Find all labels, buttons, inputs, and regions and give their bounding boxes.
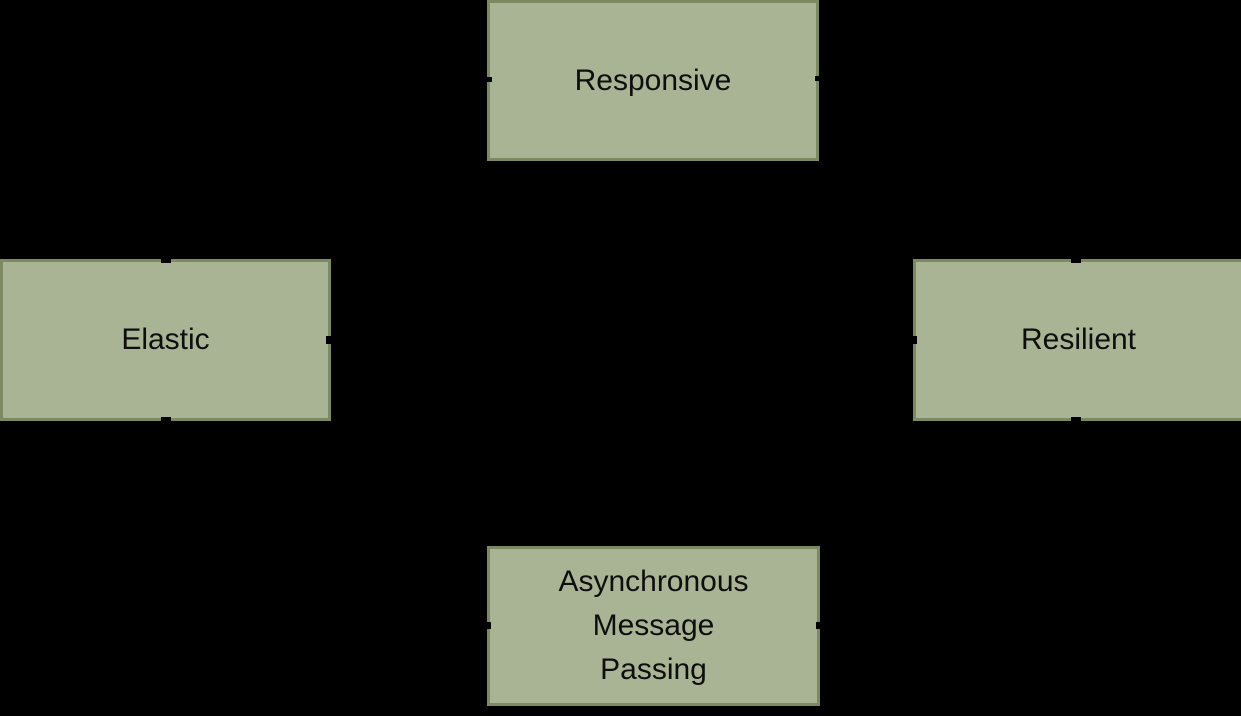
arrow-stub-responsive-left bbox=[483, 77, 492, 82]
node-async-label-line-1: Asynchronous bbox=[558, 565, 749, 598]
node-responsive-label: Responsive bbox=[574, 63, 732, 97]
node-resilient-label: Resilient bbox=[1020, 323, 1137, 356]
node-elastic-label: Elastic bbox=[121, 323, 210, 356]
node-async-label-line-2: Message bbox=[592, 609, 715, 642]
node-elastic: Elastic bbox=[0, 259, 331, 421]
arrow-stub-async-right bbox=[816, 622, 824, 629]
arrow-stub-responsive-right bbox=[815, 76, 824, 81]
arrow-stub-elastic-bottom bbox=[161, 417, 171, 424]
node-responsive: Responsive bbox=[487, 0, 819, 161]
arrow-stub-resilient-bottom bbox=[1071, 417, 1081, 424]
arrow-stub-resilient-top bbox=[1071, 256, 1081, 263]
arrow-stub-async-left bbox=[483, 622, 491, 629]
arrow-stub-elastic-top bbox=[161, 256, 171, 263]
node-asynchronous-message-passing: Asynchronous Message Passing bbox=[487, 546, 820, 706]
node-resilient: Resilient bbox=[913, 259, 1241, 421]
node-async-label-line-3: Passing bbox=[600, 653, 707, 686]
node-asynchronous-message-passing-label: Asynchronous Message Passing bbox=[558, 560, 748, 692]
arrow-stub-elastic-right bbox=[326, 336, 333, 344]
arrow-stub-resilient-left bbox=[910, 336, 917, 344]
